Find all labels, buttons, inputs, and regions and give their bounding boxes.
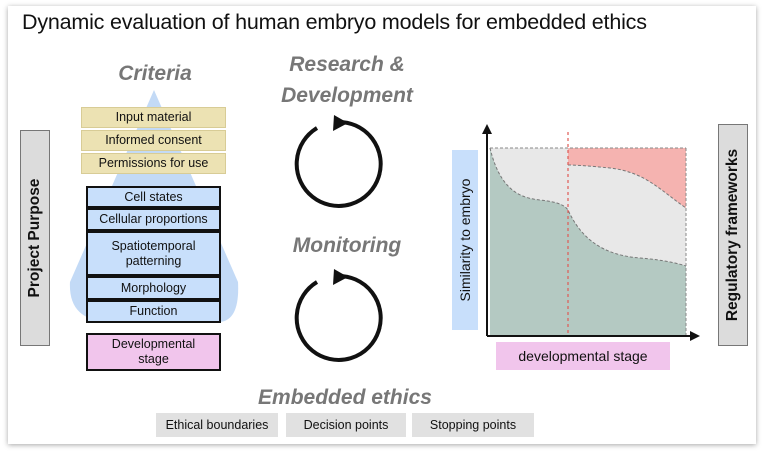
x-axis-arrowhead bbox=[690, 331, 700, 341]
y-axis-label-box: Similarity to embryo bbox=[452, 150, 478, 330]
bottom-button: Decision points bbox=[286, 413, 406, 437]
criteria-feature-item: Cellular proportions bbox=[86, 208, 221, 231]
criteria-feature-item: Morphology bbox=[86, 276, 221, 300]
criteria-heading: Criteria bbox=[118, 62, 192, 85]
x-axis-label: developmental stage bbox=[496, 342, 670, 370]
consent-item: Informed consent bbox=[81, 130, 226, 151]
embedded-ethics-heading: Embedded ethics bbox=[258, 386, 432, 409]
upper-boundary-line bbox=[567, 164, 687, 209]
y-axis-label: Similarity to embryo bbox=[457, 178, 473, 302]
monitoring-heading: Monitoring bbox=[292, 234, 402, 257]
criteria-feature-item: Function bbox=[86, 300, 221, 323]
consent-item: Input material bbox=[81, 107, 226, 128]
lower-boundary-line bbox=[489, 147, 687, 267]
exceeds-band bbox=[568, 148, 686, 208]
regulatory-frameworks-bar: Regulatory frameworks bbox=[718, 124, 748, 346]
monitoring-cycle-icon bbox=[294, 269, 383, 362]
y-axis-arrowhead bbox=[482, 124, 492, 134]
developmental-stage-box: Developmental stage bbox=[86, 333, 221, 371]
research-development-heading: Research & Development bbox=[281, 53, 413, 107]
bottom-button: Ethical boundaries bbox=[156, 413, 278, 437]
figure-title: Dynamic evaluation of human embryo model… bbox=[22, 10, 647, 34]
bottom-button: Stopping points bbox=[412, 413, 534, 437]
research-cycle-icon bbox=[294, 115, 383, 208]
consent-item: Permissions for use bbox=[81, 153, 226, 174]
developmental-stage-label: Developmental stage bbox=[111, 337, 196, 366]
project-purpose-bar: Project Purpose bbox=[20, 130, 50, 346]
embryo-model-band bbox=[490, 148, 686, 336]
criteria-feature-item: Spatiotemporal patterning bbox=[86, 231, 221, 276]
criteria-feature-item: Cell states bbox=[86, 186, 221, 208]
